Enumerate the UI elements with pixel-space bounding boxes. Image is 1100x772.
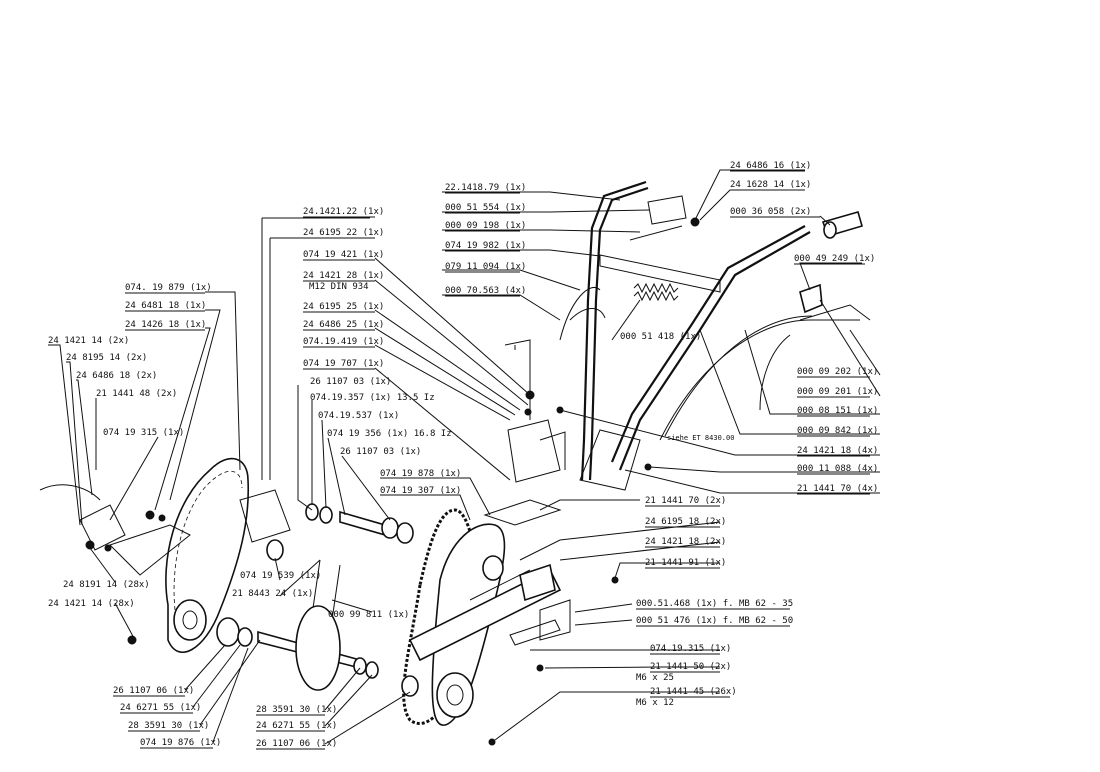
label-074-19-421: 074 19 421 (1x) (303, 250, 384, 260)
label-21-8443-24: 21 8443 24 (1x) (232, 589, 313, 599)
label-000-09-202: 000 09 202 (1x) (797, 367, 878, 377)
center-bracket (483, 339, 566, 526)
label-28-3591-30-b: 28 3591 30 (1x) (256, 705, 337, 715)
label-000-36-058: 000 36 058 (2x) (730, 207, 811, 217)
label-22-1418-79: 22.1418.79 (1x) (445, 183, 526, 193)
leader-lines (48, 169, 881, 745)
left-bracket (39, 484, 191, 645)
chain-case-left (145, 457, 291, 653)
label-24-6195-22: 24 6195 22 (1x) (303, 228, 384, 238)
label-074-19-982: 074 19 982 (1x) (445, 241, 526, 251)
label-24-1421-18-2x: 24 1421 18 (2x) (645, 537, 726, 547)
label-079-11-094: 079 11 094 (1x) (445, 262, 526, 272)
label-24-6271-55-a: 24 6271 55 (1x) (120, 703, 201, 713)
handle-grip (821, 211, 863, 239)
label-000-51-418: 000 51 418 (1x) (620, 332, 701, 342)
label-000-08-151: 000 08 151 (1x) (797, 406, 878, 416)
frame-rail (408, 563, 619, 746)
label-000-51-476: 000 51 476 (1x) f. MB 62 - 50 (636, 616, 793, 626)
label-24-8195-14: 24 8195 14 (2x) (66, 353, 147, 363)
label-000-99-811: 000 99 811 (1x) (328, 610, 409, 620)
label-000-49-249: 000 49 249 (1x) (794, 254, 875, 264)
label-24-1628-14: 24 1628 14 (1x) (730, 180, 811, 190)
label-074-19-707: 074 19 707 (1x) (303, 359, 384, 369)
label-24-1421-14-2x: 24 1421 14 (2x) (48, 336, 129, 346)
label-000-51-468: 000.51.468 (1x) f. MB 62 - 35 (636, 599, 793, 609)
label-24-6486-18: 24 6486 18 (2x) (76, 371, 157, 381)
label-074-19-356: 074 19 356 (1x) 16.8 Iz (327, 429, 452, 439)
label-000-11-088: 000 11 088 (4x) (797, 464, 878, 474)
label-24-6195-25: 24 6195 25 (1x) (303, 302, 384, 312)
label-24-6481-18: 24 6481 18 (1x) (125, 301, 206, 311)
handlebar-assembly (556, 180, 871, 491)
label-074-19-537: 074.19.537 (1x) (318, 411, 399, 421)
label-24-1421-28: 24 1421 28 (1x) (303, 271, 384, 281)
label-074-19-357: 074.19.357 (1x) 13.5 Iz (310, 393, 435, 403)
label-24-1421-22: 24.1421.22 (1x) (303, 207, 384, 217)
label-21-1441-48: 21 1441 48 (2x) (96, 389, 177, 399)
label-000-09-198: 000 09 198 (1x) (445, 221, 526, 231)
label-m6x12: M6 x 12 (636, 698, 674, 708)
spring (633, 282, 679, 302)
label-000-51-554: 000 51 554 (1x) (445, 203, 526, 213)
label-21-1441-70-2x: 21 1441 70 (2x) (645, 496, 726, 506)
label-26-1107-06-a: 26 1107 06 (1x) (113, 686, 194, 696)
label-074-19-315: 074.19.315 (1x) (650, 644, 731, 654)
label-074-19-315-left: 074 19 315 (1x) (103, 428, 184, 438)
label-21-1441-91: 21 1441 91 (1x) (645, 558, 726, 568)
label-074-19-307: 074 19 307 (1x) (380, 486, 461, 496)
label-24-8191-14: 24 8191 14 (28x) (63, 580, 150, 590)
label-21-1441-45: 21 1441 45 (26x) (650, 687, 737, 697)
label-21-1441-70-4x: 21 1441 70 (4x) (797, 484, 878, 494)
label-24-1421-14-28x: 24 1421 14 (28x) (48, 599, 135, 609)
label-underlines (113, 170, 870, 750)
label-000-70-563: 000 70.563 (4x) (445, 286, 526, 296)
drive-chain (402, 508, 478, 725)
label-28-3591-30-a: 28 3591 30 (1x) (128, 721, 209, 731)
label-26-1107-03: 26 1107 03 (1x) (340, 447, 421, 457)
part-labels: 22.1418.79 (1x) 000 51 554 (1x) 000 09 1… (48, 161, 878, 749)
label-074-19-879: 074. 19 879 (1x) (125, 283, 212, 293)
label-000-09-201: 000 09 201 (1x) (797, 387, 878, 397)
label-21-1441-50: 21 1441 50 (2x) (650, 662, 731, 672)
label-m12-din934: M12 DIN 934 (309, 282, 369, 292)
label-26-1107-06-b: 26 1107 06 (1x) (256, 739, 337, 749)
label-074-19-419: 074.19.419 (1x) (303, 337, 384, 347)
label-000-09-842: 000 09 842 (1x) (797, 426, 878, 436)
label-074-19-878: 074 19 878 (1x) (380, 469, 461, 479)
label-24-6195-18: 24 6195 18 (2x) (645, 517, 726, 527)
label-24-6271-55-b: 24 6271 55 (1x) (256, 721, 337, 731)
label-074-19-876: 074 19 876 (1x) (140, 738, 221, 748)
label-m6x25: M6 x 25 (636, 673, 674, 683)
label-siehe-et: siehe ET 8430.00 (667, 434, 734, 442)
label-24-6486-16: 24 6486 16 (1x) (730, 161, 811, 171)
label-24-1426-18: 24 1426 18 (1x) (125, 320, 206, 330)
label-074-19-539: 074 19 539 (1x) (240, 571, 321, 581)
label-24-1421-18-4x: 24 1421 18 (4x) (797, 446, 878, 456)
label-24-6486-25: 24 6486 25 (1x) (303, 320, 384, 330)
label-26-1107-03-top: 26 1107 03 (1x) (310, 377, 391, 387)
shaft-and-sprockets (216, 503, 414, 691)
